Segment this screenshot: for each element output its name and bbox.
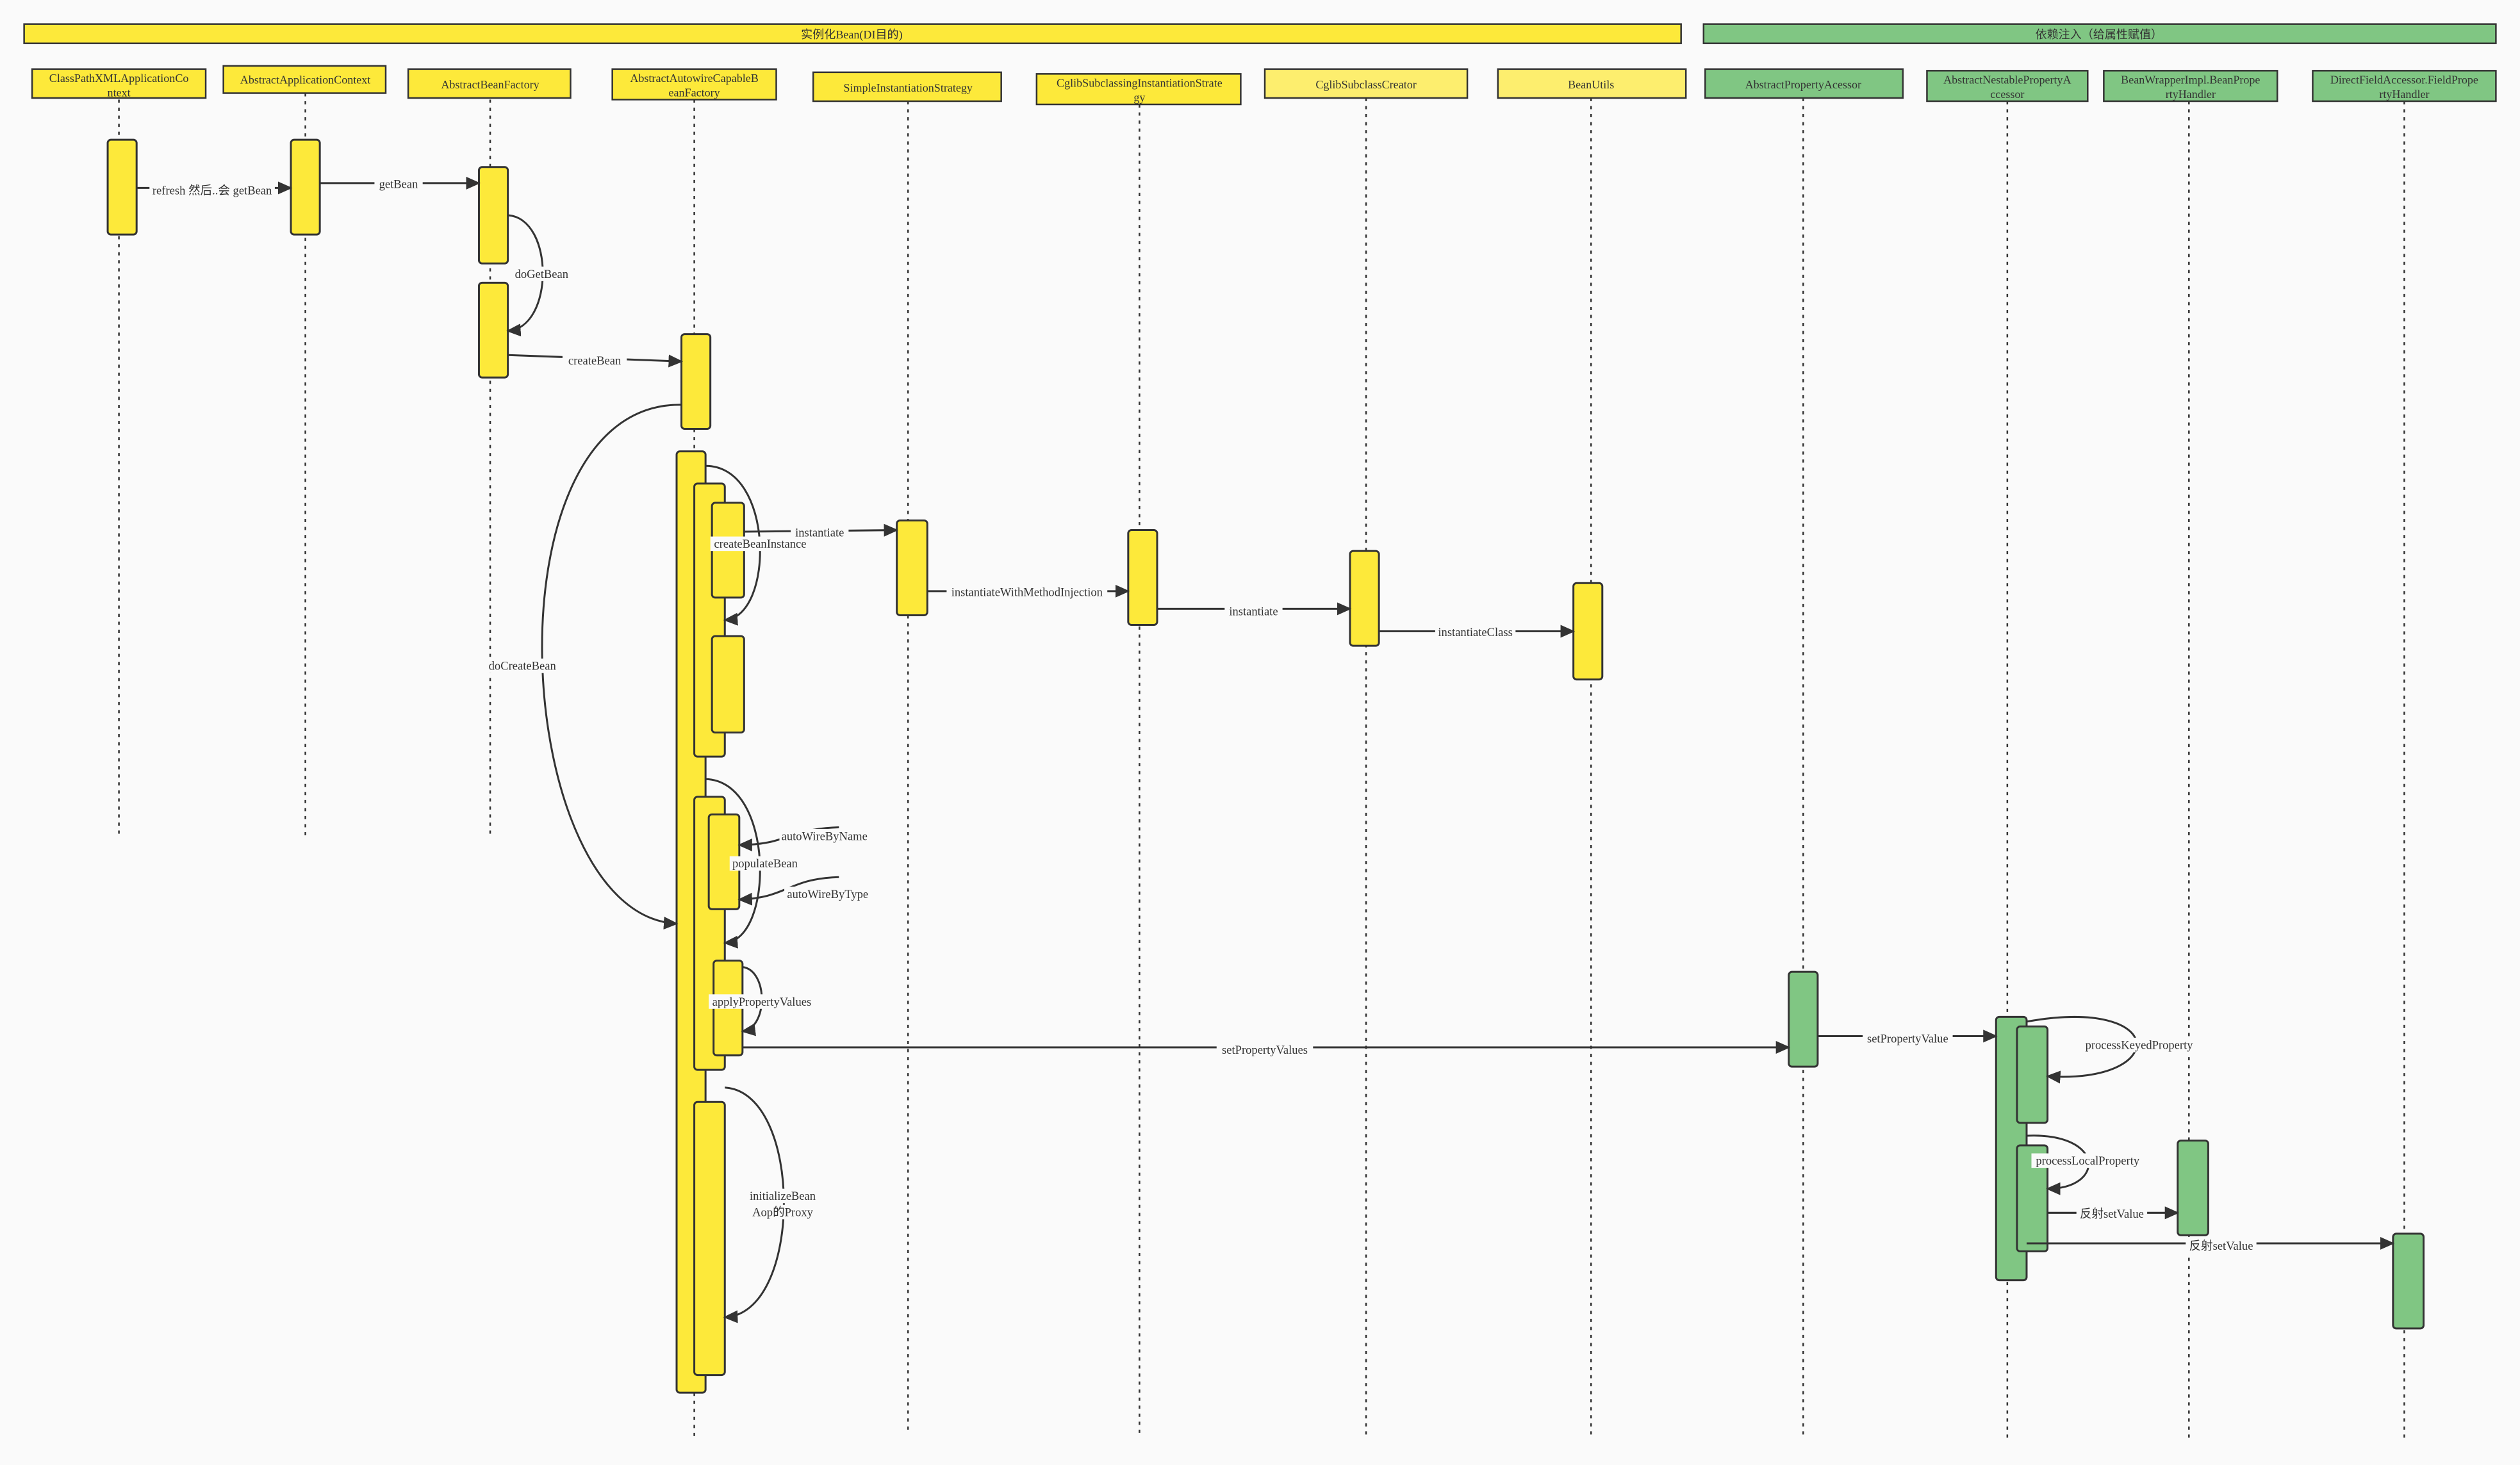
participant-box-abf[interactable] <box>407 68 572 99</box>
participant-box-apa[interactable] <box>1704 68 1904 99</box>
group-banner-instantiate <box>23 23 1682 44</box>
message-arrows <box>136 176 2395 1323</box>
activation-aacbf-createbean <box>680 333 712 430</box>
participant-label-bwi-2: rtyHandler <box>2166 88 2216 101</box>
activation-csc <box>1349 550 1380 647</box>
participant-label-dfa: DirectFieldAccessor.FieldPrope <box>2330 73 2478 86</box>
participant-box-anpa[interactable] <box>1926 70 2089 102</box>
participant-label-csis: CglibSubclassingInstantiationStrate <box>1057 76 1223 89</box>
msg-reflect-setvalue-1: 反射setValue <box>2080 1207 2144 1221</box>
msg-autowirebyname: autoWireByName <box>782 830 868 844</box>
participant-label-bu: BeanUtils <box>1568 78 1614 91</box>
participant-label-aacbf-2: eanFactory <box>668 86 720 99</box>
participant-label-csc: CglibSubclassCreator <box>1315 78 1416 91</box>
label-backgrounds <box>149 176 2257 1254</box>
activation-apa <box>1788 970 1819 1068</box>
participant-label-anpa: AbstractNestablePropertyA <box>1943 73 2071 86</box>
activation-abf-1 <box>477 166 509 265</box>
participant-box-csc[interactable] <box>1264 68 1469 99</box>
participant-label-csis-2: gy <box>1133 91 1145 104</box>
msg-reflect-setvalue-2: 反射setValue <box>2189 1240 2253 1253</box>
activation-aacbf-instance-inner-2 <box>711 635 745 734</box>
msg-initializebean: initializeBean <box>750 1190 816 1203</box>
participant-label-sis: SimpleInstantiationStrategy <box>843 81 973 94</box>
participant-box-sis[interactable] <box>812 71 1002 102</box>
activation-aacbf-init <box>693 1101 726 1377</box>
msg-createbean: createBean <box>568 354 621 368</box>
msg-instantiateclass: instantiateClass <box>1438 626 1512 639</box>
group-banner-inject <box>1702 23 2497 44</box>
activation-anpa-local <box>2016 1144 2049 1253</box>
msg-aop-proxy: Aop的Proxy <box>752 1206 814 1219</box>
participant-label-anpa-2: ccessor <box>1990 88 2024 101</box>
participant-label-apa: AbstractPropertyAcessor <box>1745 78 1861 91</box>
msg-refresh: refresh 然后..会 getBean <box>152 184 272 197</box>
arrow-docreatebean <box>541 404 682 929</box>
participant-box-bwi[interactable] <box>2103 70 2278 102</box>
group-label-inject: 依赖注入（给属性赋值） <box>2036 28 2163 41</box>
participant-label-aac: AbstractApplicationContext <box>240 73 371 86</box>
msg-instantiatewithmethodinjection: instantiateWithMethodInjection <box>951 585 1103 599</box>
msg-processlocalproperty: processLocalProperty <box>2036 1154 2139 1168</box>
activation-bu <box>1572 582 1604 681</box>
msg-applypropertyvalues: applyPropertyValues <box>712 995 812 1009</box>
msg-processkeyedproperty: processKeyedProperty <box>2086 1039 2194 1052</box>
activation-sis <box>896 519 928 616</box>
msg-docreatebean: doCreateBean <box>489 660 556 673</box>
msg-instantiate: instantiate <box>795 527 844 540</box>
msg-setpropertyvalue: setPropertyValue <box>1867 1032 1948 1045</box>
participant-label-dfa-2: rtyHandler <box>2379 88 2429 101</box>
lifelines <box>118 93 2405 1438</box>
participant-label-aacbf: AbstractAutowireCapableB <box>630 72 758 85</box>
msg-autowirebytype: autoWireByType <box>787 888 868 901</box>
participant-box-aacbf[interactable] <box>611 68 777 101</box>
participant-box-csis[interactable] <box>1035 73 1242 106</box>
group-label-instantiate: 实例化Bean(DI目的) <box>801 28 902 42</box>
participant-label-cpx: ClassPathXMLApplicationCo <box>49 72 189 85</box>
activation-anpa-keyed <box>2016 1025 2049 1124</box>
activation-aac <box>290 138 321 236</box>
participant-box-aac[interactable] <box>222 65 387 94</box>
participant-box-dfa[interactable] <box>2312 70 2497 102</box>
activation-dfa <box>2392 1232 2425 1330</box>
participant-box-cpx[interactable] <box>31 68 207 99</box>
participant-label-bwi: BeanWrapperImpl.BeanPrope <box>2121 73 2260 86</box>
msg-dogetbean: doGetBean <box>515 268 568 281</box>
participant-label-abf: AbstractBeanFactory <box>441 78 539 91</box>
msg-populatebean: populateBean <box>732 857 798 871</box>
participant-label-cpx-2: ntext <box>108 86 131 99</box>
msg-instantiate-2: instantiate <box>1229 605 1278 618</box>
participant-box-bu[interactable] <box>1497 68 1687 99</box>
msg-createbeaninstance: createBeanInstance <box>714 537 806 551</box>
activation-cpx <box>106 138 138 236</box>
activation-csis <box>1127 529 1158 626</box>
activations <box>106 138 2425 1394</box>
msg-getbean: getBean <box>379 177 418 191</box>
activation-bwi <box>2177 1139 2209 1236</box>
msg-setpropertyvalues: setPropertyValues <box>1222 1044 1308 1057</box>
activation-abf-2 <box>477 281 509 379</box>
